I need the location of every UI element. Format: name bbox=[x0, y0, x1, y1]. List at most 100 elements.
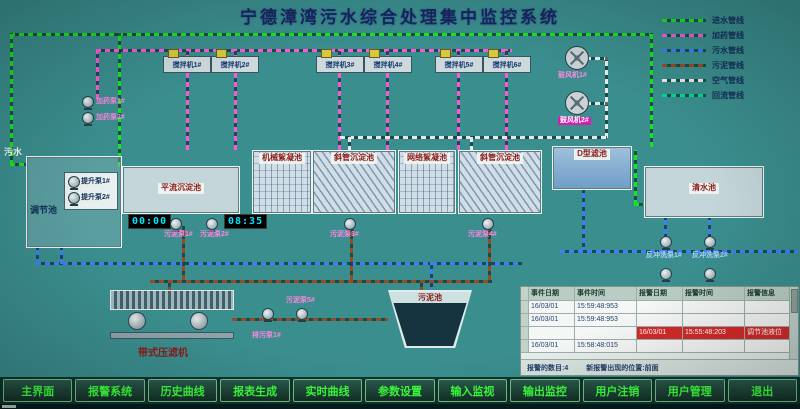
alarm-cell-active[interactable]: 15:55:48:203 bbox=[683, 327, 745, 340]
lift-pump-2-label: 提升泵2# bbox=[81, 194, 110, 201]
tank-label: 机械絮凝池 bbox=[259, 153, 305, 164]
alarm-header: 报警信息 bbox=[745, 287, 790, 301]
press-base bbox=[110, 332, 234, 339]
tank-label: 斜管沉淀池 bbox=[477, 153, 523, 164]
menu-bar: 主界面 报警系统 历史曲线 报表生成 实时曲线 参数设置 输入监视 输出监控 用… bbox=[0, 377, 800, 404]
sludge-pump-4-label: 污泥泵4# bbox=[468, 231, 497, 238]
pipe-sewage-from-regulating bbox=[36, 246, 39, 264]
alarm-cell[interactable] bbox=[637, 301, 683, 314]
alarm-cell[interactable] bbox=[529, 327, 575, 340]
outlet-pump-1-icon bbox=[660, 268, 672, 282]
menu-button-input-monitor[interactable]: 输入监视 bbox=[437, 379, 508, 402]
pipe-inflow-left bbox=[10, 33, 13, 165]
backwash-pump-1-icon bbox=[660, 236, 672, 250]
alarm-header-selector bbox=[521, 287, 529, 301]
mechanical-flocculation-tank: 机械絮凝池 bbox=[252, 150, 312, 214]
alarm-cell[interactable]: 15:58:48:015 bbox=[575, 340, 637, 353]
alarm-cell[interactable] bbox=[745, 314, 790, 327]
tank-label: 网络絮凝池 bbox=[404, 153, 450, 164]
menu-button-user-logout[interactable]: 用户注销 bbox=[582, 379, 653, 402]
pipe-sludge-to-tank bbox=[420, 280, 423, 292]
pipe-dosing-main bbox=[96, 49, 512, 52]
menu-button-output-monitor[interactable]: 输出监控 bbox=[510, 379, 580, 402]
legend-swatch-sludge bbox=[662, 64, 706, 67]
alarm-cell[interactable] bbox=[683, 340, 745, 353]
menu-button-report[interactable]: 报表生成 bbox=[220, 379, 290, 402]
mixer-6: 搅拌机6# bbox=[483, 49, 531, 73]
pipe-dosing-drop-2 bbox=[234, 49, 237, 150]
alarm-scrollbar[interactable] bbox=[789, 287, 798, 360]
menu-button-history-curve[interactable]: 历史曲线 bbox=[147, 379, 218, 402]
legend-swatch-dosing bbox=[662, 34, 706, 37]
outlet-pump-2-icon bbox=[704, 268, 716, 282]
pipe-dosing-drop-6 bbox=[505, 49, 508, 150]
menu-button-user-manage[interactable]: 用户管理 bbox=[655, 379, 725, 402]
mixer-label: 搅拌机5# bbox=[444, 61, 474, 69]
alarm-position-text: 新报警出现的位置:前面 bbox=[586, 364, 659, 372]
alarm-cell[interactable] bbox=[683, 301, 745, 314]
sludge-tank-label: 污泥池 bbox=[390, 292, 470, 303]
alarm-scrollbar-thumb[interactable] bbox=[791, 289, 798, 313]
regulating-tank-label: 调节池 bbox=[30, 205, 58, 215]
alarm-row-selector[interactable] bbox=[521, 314, 529, 327]
alarm-cell[interactable]: 15:59:48:953 bbox=[575, 301, 637, 314]
tank-label: D型滤池 bbox=[574, 149, 610, 160]
backwash-pump-2-label: 反冲洗泵2# bbox=[692, 252, 728, 259]
legend-swatch-inflow bbox=[662, 19, 706, 22]
pipe-air-blower1 bbox=[586, 57, 608, 60]
menu-button-main[interactable]: 主界面 bbox=[3, 379, 73, 402]
pipe-backwash-main bbox=[560, 250, 798, 253]
legend-item: 回流管线 bbox=[662, 88, 744, 103]
alarm-cell[interactable] bbox=[745, 340, 790, 353]
menu-button-realtime-curve[interactable]: 实时曲线 bbox=[292, 379, 363, 402]
menu-button-exit[interactable]: 退出 bbox=[727, 379, 797, 402]
pipe-legend: 进水管线 加药管线 污水管线 污泥管线 空气管线 回流管线 bbox=[662, 13, 744, 103]
tank-label: 斜管沉淀池 bbox=[331, 153, 377, 164]
alarm-row-selector[interactable] bbox=[521, 340, 529, 353]
legend-item: 污水管线 bbox=[662, 43, 744, 58]
sludge-pump-3-label: 污泥泵3# bbox=[330, 231, 359, 238]
mixer-motor-icon bbox=[321, 49, 332, 58]
menu-button-alarm-system[interactable]: 报警系统 bbox=[75, 379, 145, 402]
pipe-inflow-main bbox=[10, 33, 652, 36]
pipe-air-blower2 bbox=[586, 102, 608, 105]
alarm-cell[interactable] bbox=[637, 314, 683, 327]
pipe-inflow-to-regulating bbox=[10, 163, 28, 166]
legend-swatch-return bbox=[662, 94, 706, 97]
sludge-tank: 污泥池 bbox=[388, 290, 472, 348]
pipe-backwash-riser bbox=[582, 188, 585, 252]
pipe-sludge-feed-press bbox=[232, 318, 388, 321]
lift-pump-1-icon bbox=[68, 176, 80, 190]
press-belt bbox=[110, 290, 234, 310]
alarm-cell[interactable]: 16/03/01 bbox=[529, 301, 575, 314]
clear-water-tank: 清水池 bbox=[644, 166, 764, 218]
alarm-cell[interactable]: 16/03/01 bbox=[529, 314, 575, 327]
alarm-cell[interactable]: 16/03/01 bbox=[529, 340, 575, 353]
mixer-motor-icon bbox=[168, 49, 179, 58]
alarm-cell-active[interactable]: 调节池液位 bbox=[745, 327, 790, 340]
alarm-row-selector[interactable] bbox=[521, 301, 529, 314]
lift-pump-1-label: 提升泵1# bbox=[81, 178, 110, 185]
sludge-pump-2-label: 污泥泵2# bbox=[200, 231, 229, 238]
lift-pump-2-icon bbox=[68, 192, 80, 206]
sludge-pump-3-icon bbox=[344, 218, 356, 232]
alarm-cell[interactable]: 15:59:48:953 bbox=[575, 314, 637, 327]
pipe-clearwater-out-2 bbox=[708, 216, 711, 252]
menu-button-parameters[interactable]: 参数设置 bbox=[365, 379, 435, 402]
pipe-sludge-drop-3 bbox=[488, 226, 491, 280]
alarm-row-selector[interactable] bbox=[521, 327, 529, 340]
alarm-cell[interactable] bbox=[575, 327, 637, 340]
sludge-pump-2-icon bbox=[206, 218, 218, 232]
legend-label: 加药管线 bbox=[712, 31, 744, 40]
alarm-cell[interactable] bbox=[745, 301, 790, 314]
mixer-label: 搅拌机2# bbox=[220, 61, 250, 69]
blower-1-icon bbox=[565, 46, 589, 70]
alarm-cell[interactable] bbox=[637, 340, 683, 353]
alarm-cell-active[interactable]: 16/03/01 bbox=[637, 327, 683, 340]
alarm-cell[interactable] bbox=[683, 314, 745, 327]
mixer-4: 搅拌机4# bbox=[364, 49, 412, 73]
sludge-pump-5-label: 污泥泵5# bbox=[286, 297, 315, 304]
mixer-label: 搅拌机1# bbox=[172, 61, 202, 69]
press-roller-icon bbox=[128, 312, 146, 330]
legend-swatch-air bbox=[662, 79, 706, 82]
